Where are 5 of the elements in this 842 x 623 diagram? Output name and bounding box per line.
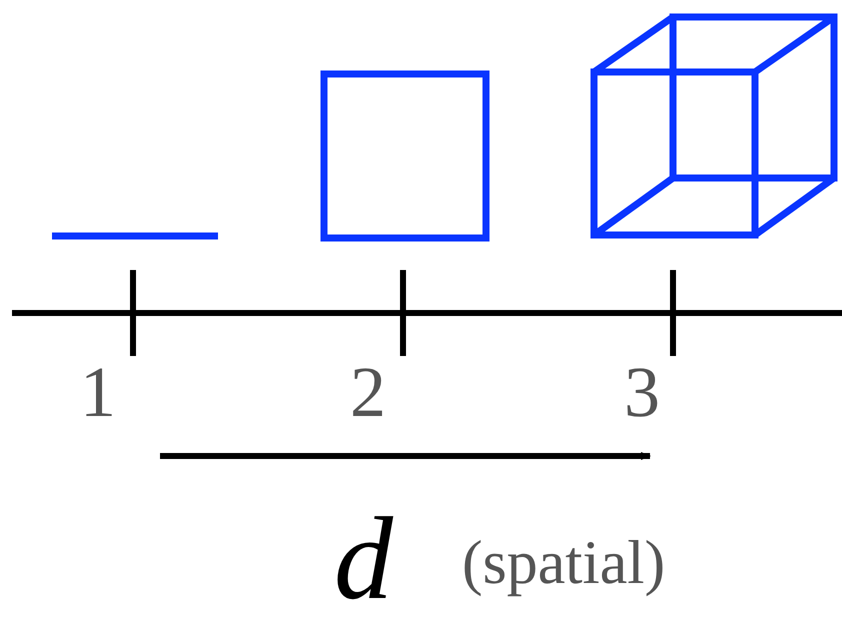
tick-label: 3 bbox=[624, 356, 660, 428]
tick-label: 2 bbox=[350, 356, 386, 428]
tick-label: 1 bbox=[80, 356, 116, 428]
variable-label: d bbox=[334, 500, 393, 618]
axis-caption: (spatial) bbox=[462, 532, 666, 594]
